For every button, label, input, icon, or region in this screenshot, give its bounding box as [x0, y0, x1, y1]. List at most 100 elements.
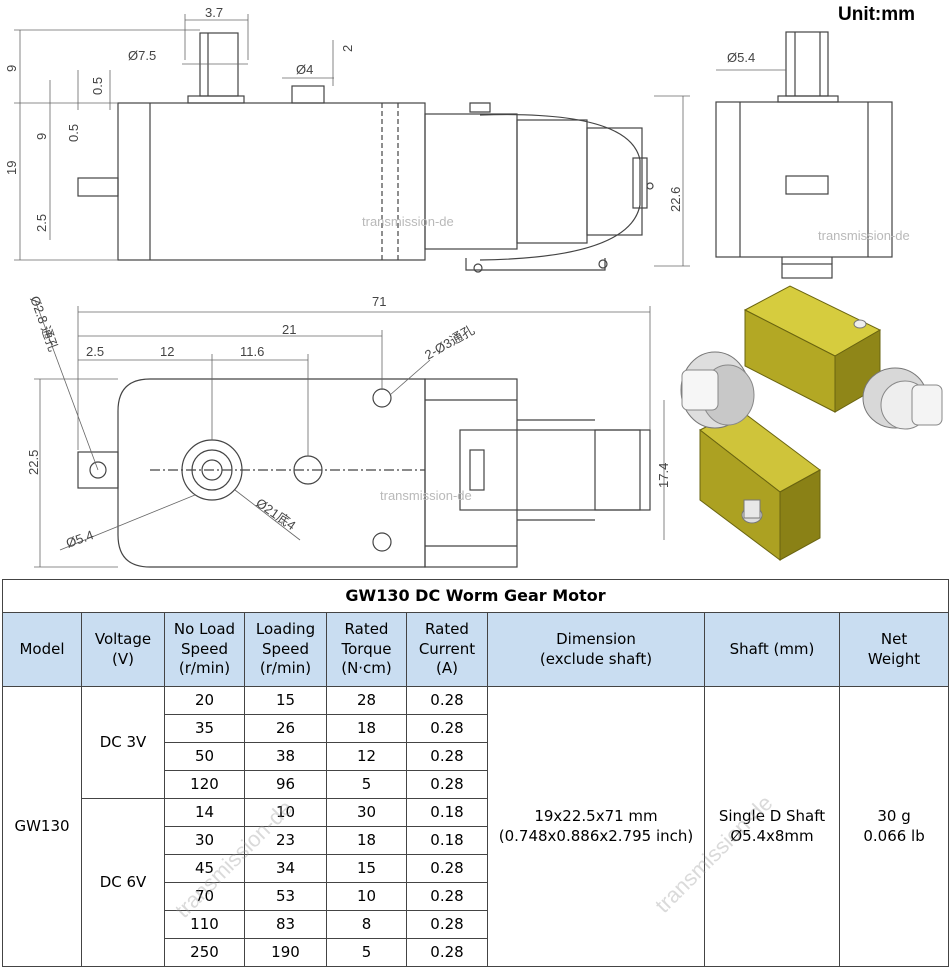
- current-cell: 0.18: [406, 798, 488, 827]
- loading-cell: 34: [244, 854, 327, 883]
- model-cell: GW130: [2, 686, 82, 967]
- dim-11-6: 11.6: [240, 344, 264, 359]
- header-model: Model: [2, 612, 82, 687]
- dim-21: 21: [282, 322, 296, 337]
- dim-22-5: 22.5: [26, 450, 41, 475]
- loading-cell: 96: [244, 770, 327, 799]
- noload-cell: 30: [164, 826, 245, 855]
- dimension-cell: 19x22.5x71 mm(0.748x0.886x2.795 inch): [487, 686, 705, 967]
- voltage-6v-cell: DC 6V: [81, 798, 165, 967]
- table-row: 35 26 18 0.28: [3, 714, 949, 743]
- dim-d21: Ø21底4: [253, 495, 298, 533]
- dim-d4: Ø4: [296, 62, 313, 77]
- header-voltage: Voltage(V): [81, 612, 165, 687]
- table-row: 250 190 5 0.28: [3, 938, 949, 967]
- dim-0-5a: 0.5: [90, 77, 105, 95]
- unit-label: Unit:mm: [838, 4, 916, 25]
- noload-cell: 110: [164, 910, 245, 939]
- technical-drawing: 3.7 Ø7.5 Ø4 2 9 0.5 9 0.5 19 2.5 22.6 Ø5…: [4, 4, 943, 568]
- header-dimension: Dimension(exclude shaft): [487, 612, 705, 687]
- loading-cell: 83: [244, 910, 327, 939]
- noload-cell: 45: [164, 854, 245, 883]
- torque-cell: 18: [326, 826, 407, 855]
- drawing-svg: 3.7 Ø7.5 Ø4 2 9 0.5 9 0.5 19 2.5 22.6 Ø5…: [4, 5, 943, 568]
- dim-9b: 9: [34, 133, 49, 140]
- torque-cell: 10: [326, 882, 407, 911]
- loading-cell: 53: [244, 882, 327, 911]
- current-cell: 0.28: [406, 882, 488, 911]
- torque-cell: 8: [326, 910, 407, 939]
- dim-2-5a: 2.5: [34, 214, 49, 232]
- voltage-3v-cell: DC 3V: [81, 686, 165, 799]
- dim-2-5b: 2.5: [86, 344, 104, 359]
- motor-render-bottom: [680, 351, 821, 561]
- torque-cell: 5: [326, 770, 407, 799]
- table-row: 70 53 10 0.28: [3, 882, 949, 911]
- loading-cell: 23: [244, 826, 327, 855]
- dimension-lines: [14, 14, 786, 568]
- current-cell: 0.28: [406, 854, 488, 883]
- table-row: GW130 DC 3V 20 15 28 0.28 19x22.5x71 mm(…: [2, 686, 950, 967]
- dim-2: 2: [340, 45, 355, 52]
- noload-cell: 120: [164, 770, 245, 799]
- dim-22-6: 22.6: [668, 187, 683, 212]
- noload-cell: 20: [164, 686, 245, 715]
- dim-17-4: 17.4: [656, 463, 671, 488]
- loading-cell: 10: [244, 798, 327, 827]
- end-view: [715, 31, 893, 279]
- torque-cell: 30: [326, 798, 407, 827]
- dim-19: 19: [4, 161, 19, 175]
- table-row: 45 34 15 0.28: [3, 854, 949, 883]
- current-cell: 0.28: [406, 770, 488, 799]
- torque-cell: 18: [326, 714, 407, 743]
- dim-12: 12: [160, 344, 174, 359]
- current-cell: 0.28: [406, 938, 488, 967]
- noload-cell: 50: [164, 742, 245, 771]
- watermark-2: transmission-de: [818, 228, 910, 243]
- current-cell: 0.28: [406, 714, 488, 743]
- watermark-3: transmission-de: [380, 488, 472, 503]
- dim-d7-5: Ø7.5: [128, 48, 156, 63]
- dim-3-7: 3.7: [205, 5, 223, 20]
- table-title: GW130 DC Worm Gear Motor: [1, 579, 950, 613]
- noload-cell: 70: [164, 882, 245, 911]
- current-cell: 0.28: [406, 742, 488, 771]
- torque-cell: 12: [326, 742, 407, 771]
- loading-cell: 38: [244, 742, 327, 771]
- torque-cell: 5: [326, 938, 407, 967]
- side-view: [77, 32, 654, 273]
- dimension-labels: 3.7 Ø7.5 Ø4 2 9 0.5 9 0.5 19 2.5 22.6 Ø5…: [4, 5, 755, 551]
- motor-render-top: [743, 285, 943, 430]
- dim-d5-4b: Ø5.4: [64, 527, 96, 551]
- current-cell: 0.28: [406, 686, 488, 715]
- loading-cell: 15: [244, 686, 327, 715]
- current-cell: 0.18: [406, 826, 488, 855]
- torque-cell: 28: [326, 686, 407, 715]
- dim-71: 71: [372, 294, 386, 309]
- dim-d2-8: Ø2.8 通孔: [27, 294, 61, 353]
- dim-0-5b: 0.5: [66, 124, 81, 142]
- loading-cell: 26: [244, 714, 327, 743]
- noload-cell: 35: [164, 714, 245, 743]
- noload-cell: 250: [164, 938, 245, 967]
- table-row: 30 23 18 0.18: [3, 826, 949, 855]
- loading-cell: 190: [244, 938, 327, 967]
- torque-cell: 15: [326, 854, 407, 883]
- dim-2x-d3: 2-Ø3通孔: [422, 322, 477, 362]
- plan-view: [77, 378, 651, 568]
- spec-table: GW130 DC Worm Gear Motor Model Voltage(V…: [1, 579, 950, 967]
- dim-9a: 9: [4, 65, 19, 72]
- noload-cell: 14: [164, 798, 245, 827]
- current-cell: 0.28: [406, 910, 488, 939]
- table-row: 50 38 12 0.28: [3, 742, 949, 771]
- header-shaft: Shaft (mm): [704, 612, 840, 687]
- dim-d5-4a: Ø5.4: [727, 50, 755, 65]
- watermark-1: transmission-de: [362, 214, 454, 229]
